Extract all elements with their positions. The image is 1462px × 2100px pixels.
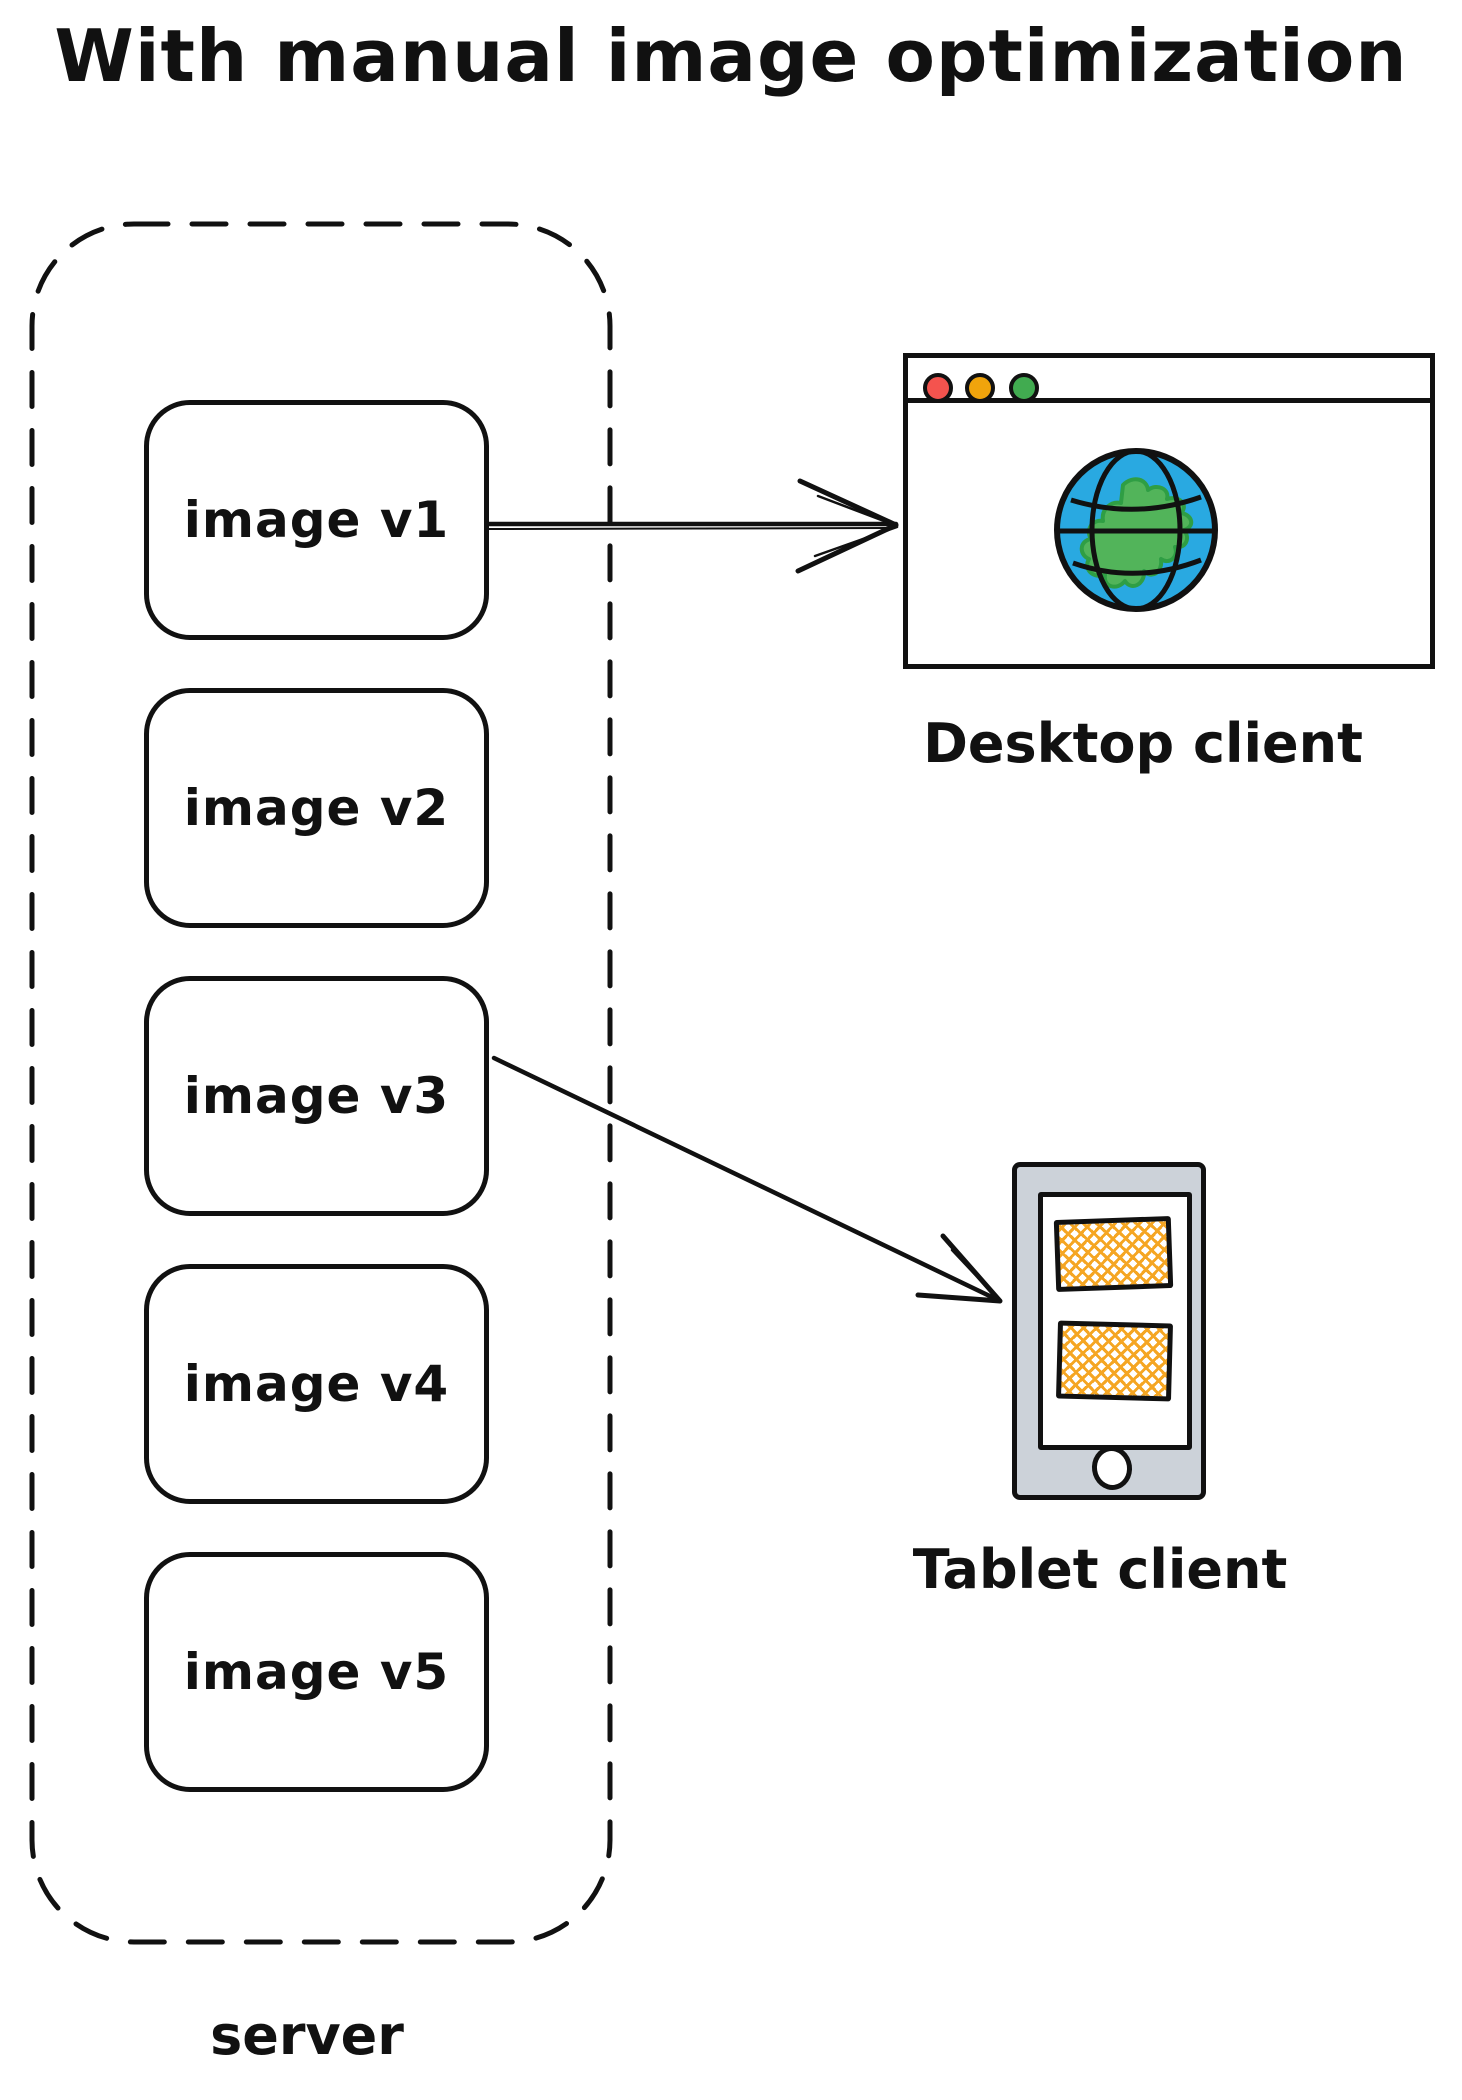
arrow-v1-to-desktop bbox=[486, 478, 899, 574]
image-v3-box: image v3 bbox=[144, 976, 489, 1216]
browser-toolbar bbox=[908, 358, 1430, 403]
diagram-title: With manual image optimization bbox=[54, 14, 1408, 98]
arrow-v3-to-tablet bbox=[491, 1055, 1003, 1304]
window-dot-yellow-icon bbox=[965, 373, 995, 403]
image-placeholder-2 bbox=[1055, 1320, 1174, 1402]
image-v2-label: image v2 bbox=[183, 779, 450, 837]
window-dot-green-icon bbox=[1009, 373, 1039, 403]
desktop-client-label: Desktop client bbox=[923, 712, 1363, 775]
image-v3-label: image v3 bbox=[183, 1067, 450, 1125]
globe-icon bbox=[1054, 448, 1218, 612]
image-v2-box: image v2 bbox=[144, 688, 489, 928]
image-v1-label: image v1 bbox=[183, 491, 450, 549]
image-v4-box: image v4 bbox=[144, 1264, 489, 1504]
image-v5-label: image v5 bbox=[183, 1643, 450, 1701]
tablet-device bbox=[1012, 1162, 1206, 1500]
image-v5-box: image v5 bbox=[144, 1552, 489, 1792]
image-placeholder-1 bbox=[1053, 1215, 1174, 1293]
browser-window bbox=[903, 353, 1435, 669]
server-label: server bbox=[210, 2004, 404, 2067]
home-button-icon bbox=[1089, 1443, 1135, 1493]
image-v4-label: image v4 bbox=[183, 1355, 450, 1413]
window-dot-red-icon bbox=[923, 373, 953, 403]
tablet-client-label: Tablet client bbox=[912, 1538, 1288, 1601]
tablet-screen bbox=[1038, 1192, 1192, 1450]
image-v1-box: image v1 bbox=[144, 400, 489, 640]
